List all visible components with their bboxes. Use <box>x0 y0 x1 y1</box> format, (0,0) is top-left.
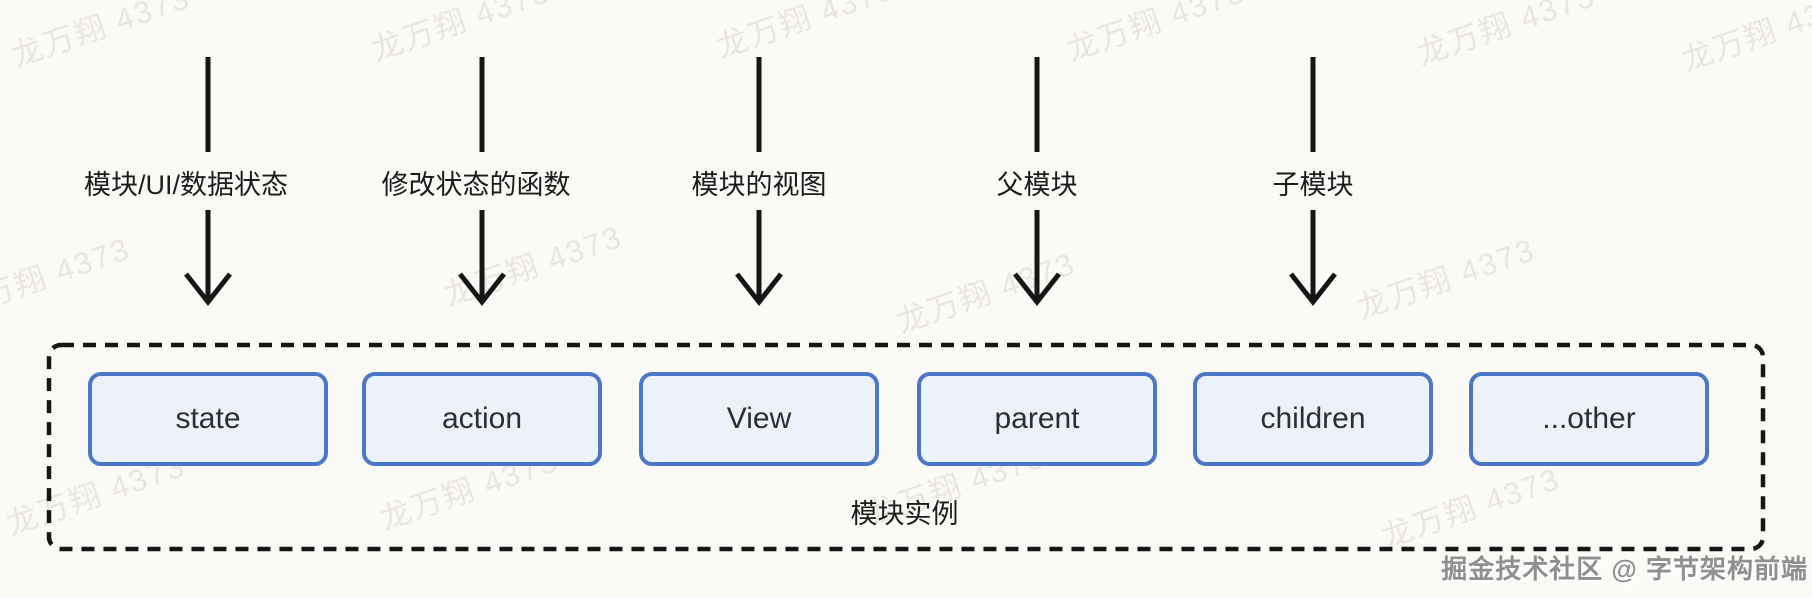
module-box-parent: parent <box>917 372 1157 466</box>
credit-text: 掘金技术社区 @ 字节架构前端 <box>1441 554 1808 584</box>
module-box-other: ...other <box>1469 372 1709 466</box>
down-arrow-icon <box>1289 210 1337 307</box>
watermark-text: 龙万翔 4373 <box>712 0 900 65</box>
module-box-label: View <box>726 402 792 435</box>
down-arrow-icon <box>184 210 232 307</box>
down-arrow-icon <box>1013 210 1061 307</box>
module-box-children: children <box>1193 372 1433 466</box>
module-box-label: ...other <box>1542 402 1636 435</box>
down-arrow-icon <box>458 210 506 307</box>
watermark-text: 龙万翔 4373 <box>1352 231 1540 326</box>
arrow-line-action <box>479 57 485 152</box>
watermark-text: 龙万翔 4373 <box>367 0 555 68</box>
arrow-line-state <box>205 57 211 152</box>
arrow-label-parent: 父模块 <box>996 170 1078 200</box>
module-box-view: View <box>639 372 879 466</box>
module-box-label: children <box>1260 402 1366 435</box>
arrow-label-view: 模块的视图 <box>691 170 827 200</box>
watermark-text: 龙万翔 4373 <box>1412 0 1600 72</box>
arrow-label-children: 子模块 <box>1272 170 1354 200</box>
watermark-text: 龙万翔 4373 <box>7 0 195 74</box>
down-arrow-icon <box>735 210 783 307</box>
module-instance-caption: 模块实例 <box>850 499 959 529</box>
module-box-label: state <box>175 402 241 435</box>
arrow-label-state: 模块/UI/数据状态 <box>83 170 289 200</box>
module-box-action: action <box>362 372 602 466</box>
arrow-line-view <box>756 57 762 152</box>
module-box-label: parent <box>994 402 1080 435</box>
arrow-label-action: 修改状态的函数 <box>381 170 571 200</box>
arrow-line-children <box>1310 57 1316 152</box>
watermark-text: 龙万翔 4373 <box>0 230 135 325</box>
module-instance-dashed-border <box>46 342 1766 552</box>
arrow-line-parent <box>1034 57 1040 152</box>
module-box-label: action <box>441 402 523 435</box>
watermark-text: 龙万翔 4373 <box>1677 0 1812 78</box>
module-box-state: state <box>88 372 328 466</box>
watermark-text: 龙万翔 4373 <box>1062 0 1250 68</box>
